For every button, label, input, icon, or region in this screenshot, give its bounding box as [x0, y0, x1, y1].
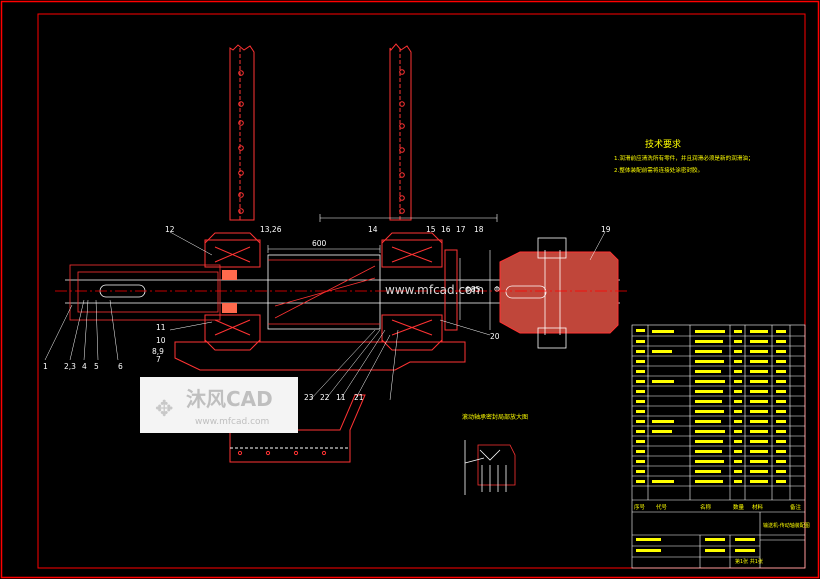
- part-label: 16: [441, 225, 451, 234]
- part-label: 20: [490, 332, 500, 341]
- watermark: 沐风CAD www.mfcad.com ✥: [140, 377, 298, 433]
- part-label: 17: [456, 225, 466, 234]
- watermark-site: www.mfcad.com: [195, 417, 269, 427]
- dim-600: 600: [312, 239, 327, 248]
- part-label: 5: [94, 362, 99, 371]
- tech-req-title: 技术要求: [645, 138, 681, 150]
- header-material: 材料: [752, 503, 764, 511]
- parts-list-table: [631, 324, 806, 569]
- watermark-brand: 沐风CAD: [186, 387, 273, 411]
- part-label: 2,3: [64, 362, 76, 371]
- detail-view: [464, 440, 516, 495]
- dimension-lines: [267, 214, 498, 330]
- left-support-plate: [229, 44, 255, 221]
- sheet-info: 第1张 共1张: [735, 558, 763, 565]
- part-label: 7: [156, 355, 161, 364]
- center-watermark: www.mfcad.com: [385, 283, 484, 297]
- sprocket-hub: [499, 237, 619, 349]
- header-no: 序号: [634, 503, 646, 511]
- parts-list-marks: [636, 329, 786, 552]
- header-qty: 数量: [733, 503, 745, 511]
- dim-d85: Φ85: [465, 285, 481, 294]
- leader-lines: [44, 231, 606, 401]
- part-label: 11: [336, 393, 346, 402]
- header-code: 代号: [656, 503, 668, 511]
- part-label: 4: [82, 362, 87, 371]
- detail-title: 滚动轴承密封局部放大图: [462, 413, 528, 421]
- part-label: 13,26: [260, 225, 282, 234]
- part-label: 23: [304, 393, 314, 402]
- header-remark: 备注: [790, 503, 802, 511]
- part-label: 19: [601, 225, 611, 234]
- part-label: 8,9: [152, 347, 164, 356]
- part-label: 1: [43, 362, 48, 371]
- left-bearing-housing: [204, 232, 261, 351]
- part-label: 6: [118, 362, 123, 371]
- part-label: 11: [156, 323, 166, 332]
- part-label: 15: [426, 225, 436, 234]
- tech-req-line2: 2.整体装配前需将连接处涂密封胶。: [614, 166, 703, 174]
- part-label: 12: [165, 225, 175, 234]
- tech-req-line1: 1.润滑前应清洗所有零件，并且润滑必须是新的润滑油；: [614, 154, 754, 162]
- watermark-logo-icon: ✥: [155, 397, 173, 422]
- part-label: 10: [156, 336, 166, 345]
- inner-frame: [37, 13, 806, 569]
- title-block-headers: 序号 代号 名称 数量 材料 备注 输送机-传动轴装配图 第1张 共1张: [634, 503, 810, 565]
- part-labels: 1 2,3 4 5 6 7 8,9 10 11 12 13,26 14 15 1…: [43, 225, 611, 402]
- right-support-plate: [389, 43, 412, 221]
- base-frame: [174, 341, 466, 463]
- header-name: 名称: [700, 503, 712, 511]
- part-label: 22: [320, 393, 330, 402]
- part-label: 14: [368, 225, 378, 234]
- drawing-name: 输送机-传动轴装配图: [763, 522, 810, 529]
- part-label: 21: [354, 393, 364, 402]
- part-label: 18: [474, 225, 484, 234]
